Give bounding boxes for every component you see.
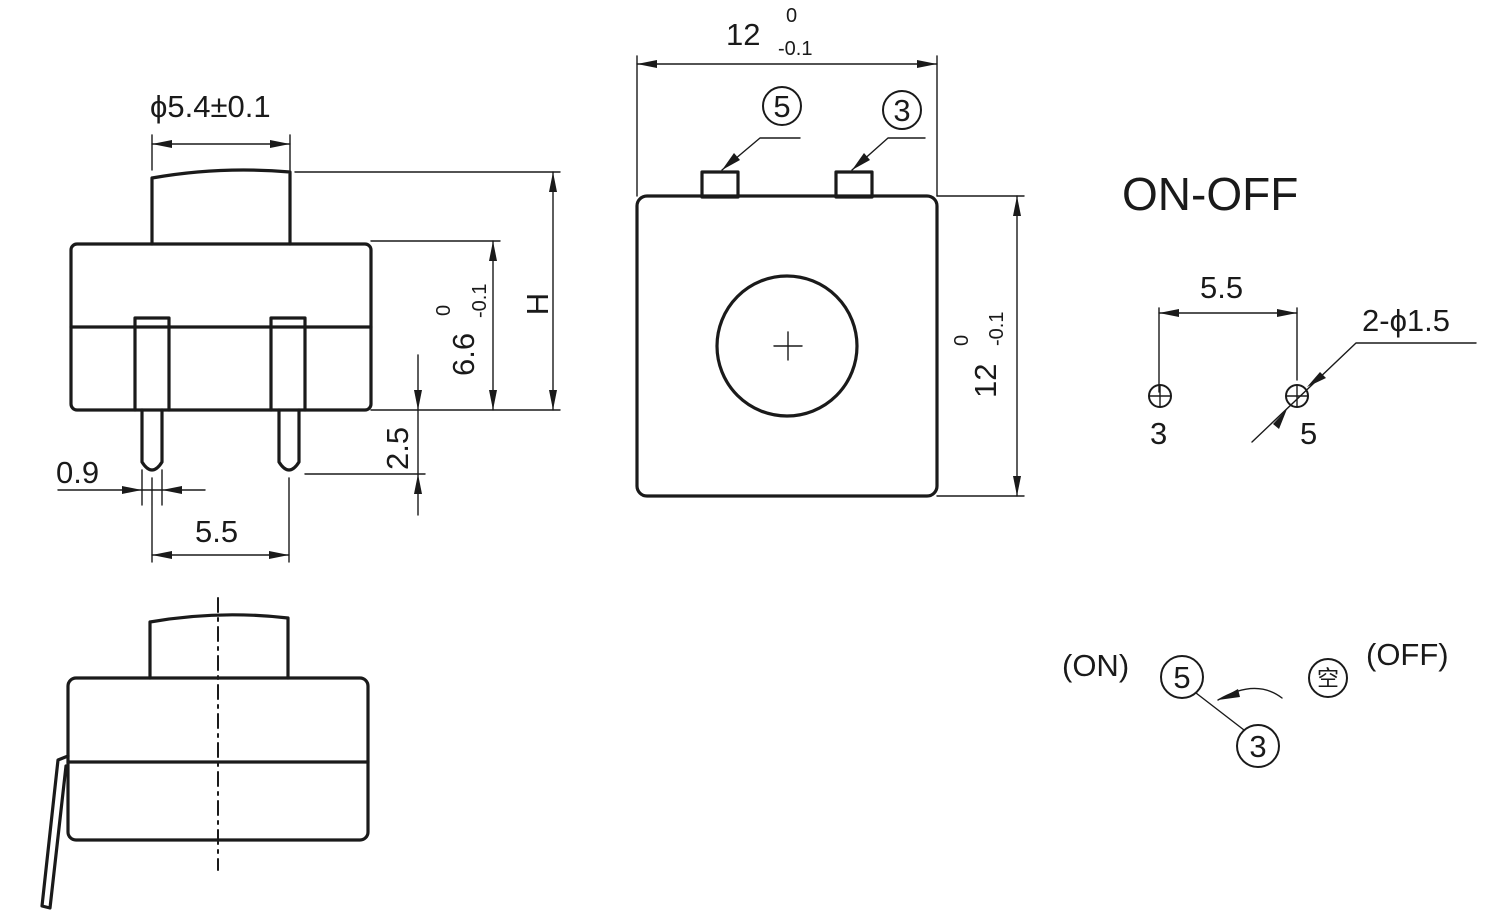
dim-height-tol-upper: 0 [951, 335, 973, 346]
top-terminal-right [834, 170, 874, 199]
top-terminal-3-marker [882, 90, 922, 130]
pcb-layout: ON-OFF 5.5 3 5 2-ϕ1.5 [1122, 168, 1477, 451]
dim-body-height-tol-lower: -0.1 [469, 284, 491, 318]
side-pin-left [133, 316, 171, 472]
schematic-terminal-off-label: 空 [1317, 666, 1339, 691]
schematic-on-label: (ON) [1062, 648, 1129, 683]
schematic-contact-link [1195, 692, 1245, 731]
switch-schematic: (ON) 5 3 空 (OFF) [1062, 637, 1449, 768]
dim-body-height-label: 6.6 [446, 333, 481, 376]
dim-width-tol-lower: -0.1 [778, 38, 812, 60]
side-pin-right [269, 316, 307, 472]
top-terminal-3-label: 3 [893, 93, 910, 128]
schematic-terminal-5-marker [1160, 655, 1204, 699]
top-view: 5 3 12 0 -0.1 12 0 -0.1 [635, 5, 1025, 498]
front-view [40, 597, 370, 910]
pcb-hole-3-label: 3 [1150, 416, 1167, 451]
dim-width-tol-upper: 0 [786, 5, 797, 27]
front-button-cap [148, 613, 290, 680]
schematic-terminal-3-label: 3 [1249, 729, 1266, 764]
schematic-terminal-3-marker [1236, 724, 1280, 768]
pcb-title: ON-OFF [1122, 168, 1298, 220]
pcb-hole-leader [1251, 342, 1477, 443]
top-button-circle [715, 274, 859, 418]
top-body [635, 194, 939, 498]
schematic-terminal-5-label: 5 [1173, 660, 1190, 695]
pcb-hole-label: 2-ϕ1.5 [1362, 303, 1450, 338]
dim-width-label: 12 [726, 17, 760, 52]
top-terminal-5-marker [762, 86, 802, 126]
schematic-off-label: (OFF) [1366, 637, 1449, 672]
top-terminal-5-label: 5 [773, 89, 790, 124]
dim-height-label: 12 [968, 364, 1003, 398]
dim-diameter-label: ϕ5.4±0.1 [150, 89, 271, 124]
dim-pin-length-label: 2.5 [380, 427, 415, 470]
pcb-pitch-label: 5.5 [1200, 270, 1243, 305]
side-button-cap [150, 168, 292, 246]
dim-pin-pitch-label: 5.5 [195, 514, 238, 549]
dim-body-height-tol-upper: 0 [433, 305, 455, 316]
schematic-terminal-off-marker [1308, 658, 1348, 698]
dim-height-tol-lower: -0.1 [986, 312, 1008, 346]
side-view: ϕ5.4±0.1 H 6.6 0 -0.1 2.5 0.9 [56, 89, 561, 563]
front-pin [40, 754, 70, 910]
pcb-hole-5-label: 5 [1300, 416, 1317, 451]
top-terminal-left [700, 170, 740, 199]
dim-pin-width-label: 0.9 [56, 455, 99, 490]
dim-h-label: H [520, 293, 555, 315]
